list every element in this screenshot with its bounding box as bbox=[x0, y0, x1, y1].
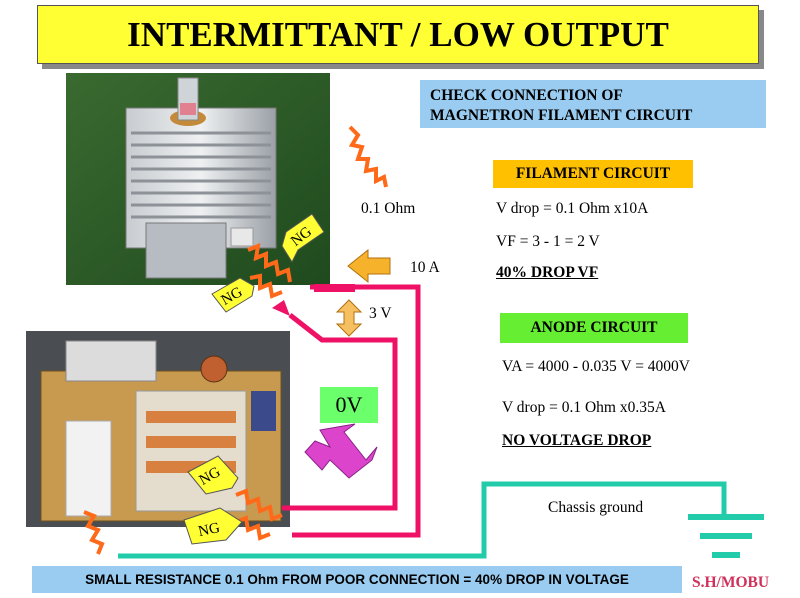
ng-tag-icon: NG bbox=[183, 507, 243, 545]
resistor-squiggle-icon bbox=[247, 242, 292, 283]
resistor-squiggle-icon bbox=[235, 488, 283, 522]
resistor-squiggle-icon bbox=[235, 515, 271, 541]
current-label: 10 A bbox=[410, 259, 440, 276]
anode-va: VA = 4000 - 0.035 V = 4000V bbox=[502, 358, 691, 375]
resistor-squiggle-icon bbox=[348, 125, 388, 188]
filament-wire-outer bbox=[292, 284, 421, 538]
filament-wire-inner bbox=[282, 313, 398, 511]
zero-volt-badge: 0V bbox=[320, 387, 378, 423]
anode-drop-result: NO VOLTAGE DROP bbox=[502, 432, 652, 449]
voltage-label: 3 V bbox=[369, 305, 392, 322]
resistor-squiggle-icon bbox=[83, 510, 105, 555]
ng-tag-icon: NG bbox=[211, 277, 255, 313]
resistance-label: 0.1 Ohm bbox=[361, 200, 416, 217]
voltage-double-arrow-icon bbox=[335, 299, 363, 337]
ng-tag-icon: NG bbox=[281, 213, 325, 264]
direction-arrow-icon bbox=[304, 423, 378, 479]
ng-tag-label: NG bbox=[197, 520, 222, 540]
filament-circuit-heading: FILAMENT CIRCUIT bbox=[493, 160, 693, 188]
bottom-note: SMALL RESISTANCE 0.1 Ohm FROM POOR CONNE… bbox=[32, 566, 682, 593]
anode-circuit-heading: ANODE CIRCUIT bbox=[500, 313, 688, 343]
filament-vdrop: V drop = 0.1 Ohm x10A bbox=[496, 200, 649, 217]
check-connection-line1: CHECK CONNECTION OF bbox=[430, 87, 623, 104]
anode-vdrop: V drop = 0.1 Ohm x0.35A bbox=[502, 399, 666, 416]
chassis-ground-label: Chassis ground bbox=[548, 499, 644, 516]
filament-vf: VF = 3 - 1 = 2 V bbox=[496, 233, 600, 250]
current-arrow-icon bbox=[347, 248, 391, 284]
author-credit: S.H/MOBU bbox=[692, 574, 770, 591]
check-connection-box: CHECK CONNECTION OF MAGNETRON FILAMENT C… bbox=[420, 80, 766, 128]
resistor-squiggle-icon bbox=[249, 273, 283, 299]
ground-symbol bbox=[688, 514, 764, 558]
filament-drop-result: 40% DROP VF bbox=[496, 264, 599, 281]
page-title: INTERMITTANT / LOW OUTPUT bbox=[37, 5, 759, 64]
check-connection-line2: MAGNETRON FILAMENT CIRCUIT bbox=[430, 107, 693, 124]
ng-tag-icon: NG bbox=[187, 455, 239, 495]
ground-wire bbox=[118, 481, 727, 559]
